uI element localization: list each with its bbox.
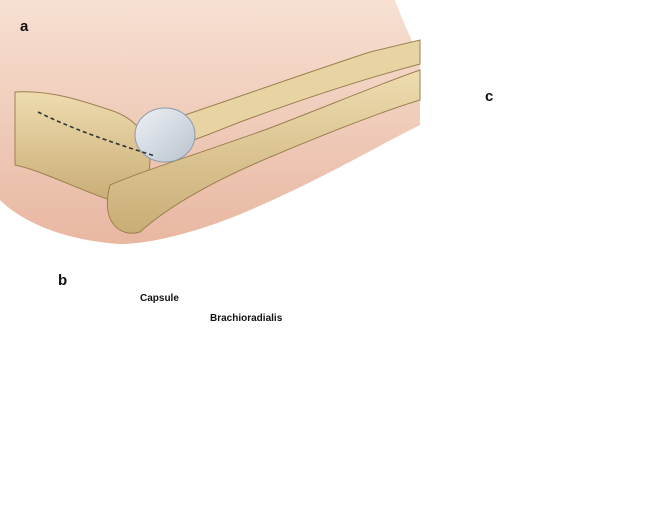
panel-label-c: c — [485, 88, 494, 105]
radius — [169, 39, 421, 146]
humerus — [14, 91, 151, 202]
panel-a-illustration — [0, 0, 421, 244]
label-ecrl: ECRL — [185, 373, 213, 384]
label-capsule: Capsule — [140, 293, 179, 304]
panel-label-a: a — [20, 18, 29, 35]
label-brachioradialis: Brachioradialis — [210, 313, 283, 324]
capitellum-cartilage — [134, 107, 196, 163]
incision-line-a — [37, 111, 156, 157]
panel-label-b: b — [58, 272, 68, 289]
label-ecrb: ECRB — [218, 392, 247, 403]
ulna — [106, 69, 421, 234]
label-edc: EDC — [232, 422, 254, 433]
